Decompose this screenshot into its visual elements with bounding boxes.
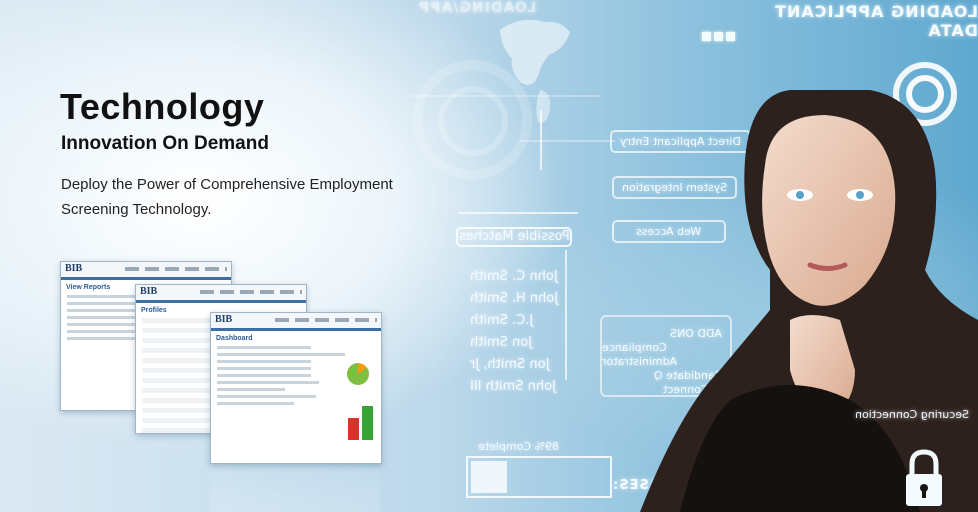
- screenshot-heading: View Reports: [66, 284, 111, 291]
- padlock-icon: [906, 449, 942, 506]
- web-access-box: Web Access: [612, 220, 726, 243]
- bib-logo: BIB: [215, 314, 233, 325]
- loading-faint-text: LOADING/APP: [418, 0, 537, 16]
- bib-logo: BIB: [65, 263, 83, 274]
- match-item: John Smith III: [470, 379, 556, 394]
- match-item: John H. Smith: [470, 291, 559, 306]
- screenshot-dashboard: BIB Dashboard: [210, 312, 382, 464]
- possible-matches-box: Possible Matches: [456, 227, 572, 247]
- red-bar: [348, 418, 359, 440]
- loading-squares: [702, 28, 738, 46]
- match-item: J.C. Smith: [470, 313, 534, 328]
- add-ons-panel: ADD ONS Compliance Administrator Candida…: [600, 315, 732, 397]
- tagline: Deploy the Power of Comprehensive Employ…: [61, 176, 393, 218]
- bib-logo: BIB: [140, 286, 158, 297]
- percent-complete-text: 89% Complete: [478, 440, 559, 453]
- world-map-icon: [500, 19, 570, 123]
- pie-chart-thumbnail: [347, 363, 369, 385]
- match-item: Jon Smith, Jr: [470, 357, 550, 372]
- securing-connection-text: Securing Connection: [855, 408, 970, 421]
- screenshot-heading: Profiles: [141, 307, 167, 314]
- screenshot-heading: Dashboard: [216, 335, 253, 342]
- page-subtitle: Innovation On Demand: [61, 133, 269, 154]
- possible-matches-list: John C. Smith John H. Smith J.C. Smith J…: [470, 266, 558, 398]
- search-progress-bar: [466, 456, 612, 498]
- loading-applicant-data-text: LOADING APPLICANT DATA: [774, 2, 978, 40]
- system-integration-box: System Integration: [612, 176, 738, 199]
- green-bar: [362, 406, 373, 440]
- match-item: John C. Smith: [470, 269, 558, 284]
- page-title: Technology: [60, 86, 265, 127]
- woman-photo: [640, 90, 978, 512]
- match-item: Jon Smith: [470, 335, 533, 350]
